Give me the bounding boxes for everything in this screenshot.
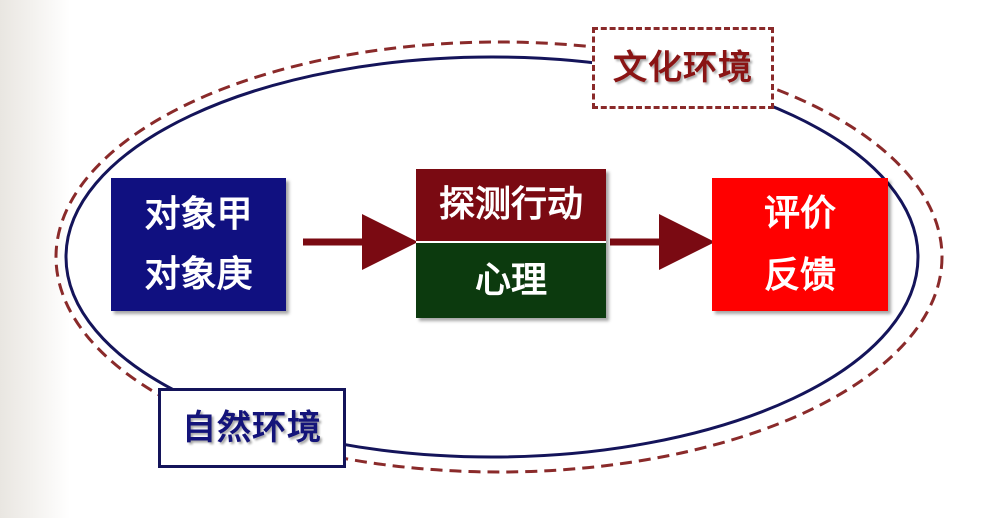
natural-environment-label: 自然环境 — [158, 388, 346, 468]
objects-box: 对象甲 对象庚 — [111, 178, 286, 311]
evaluation-label: 评价 — [763, 192, 836, 234]
exploration-action-label: 探测行动 — [438, 184, 583, 225]
feedback-label: 反馈 — [763, 254, 836, 296]
natural-environment-ring — [64, 55, 920, 459]
evaluation-box: 评价 反馈 — [712, 178, 888, 311]
culture-environment-ring — [54, 40, 944, 474]
psychology-label: 心理 — [474, 259, 547, 301]
object-a-label: 对象甲 — [144, 193, 253, 235]
object-g-label: 对象庚 — [144, 253, 253, 295]
psychology-box: 心理 — [416, 243, 606, 318]
left-edge-shading — [0, 0, 70, 518]
culture-environment-label: 文化环境 — [592, 27, 774, 109]
exploration-action-box: 探测行动 — [416, 169, 606, 243]
